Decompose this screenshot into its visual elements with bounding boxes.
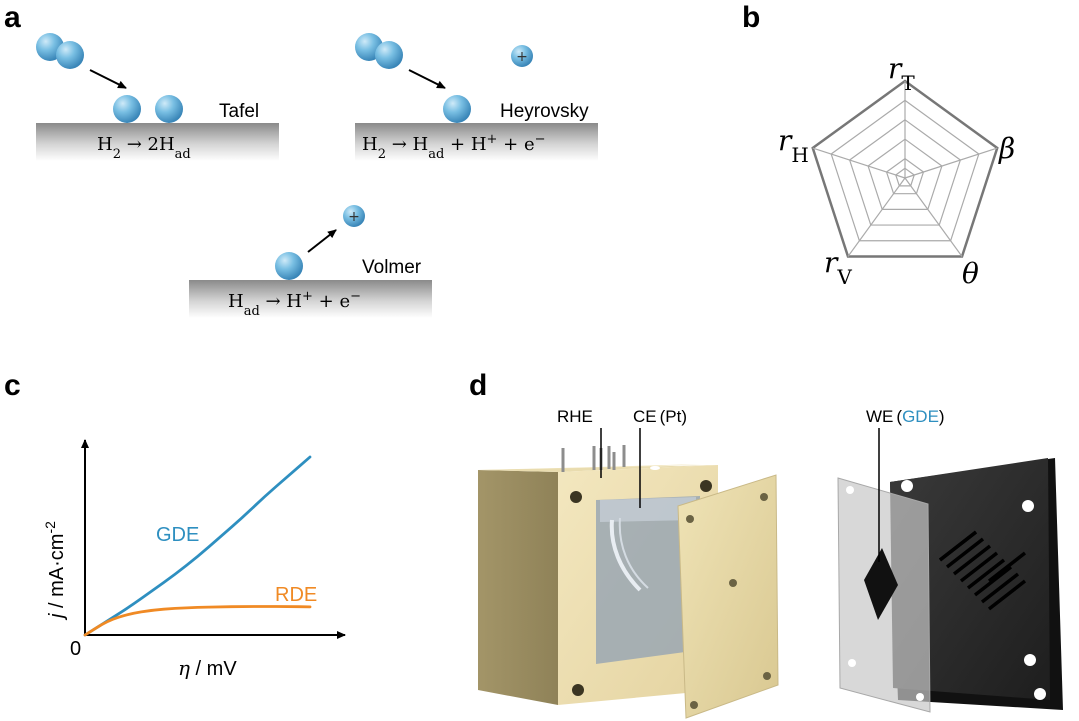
- heyrovsky-arrow: [408, 69, 446, 89]
- hads-atom: [443, 95, 471, 123]
- panel-b-letter: b: [742, 1, 760, 34]
- y-axis-label: j / mA·cm-2: [42, 521, 68, 621]
- tafel-surface: [36, 123, 279, 161]
- membrane-hole: [916, 693, 924, 701]
- radar-grid-ring: [895, 167, 915, 187]
- volmer-arrow: [307, 229, 337, 253]
- volmer-surface: [189, 280, 432, 318]
- membrane-hole: [848, 659, 856, 667]
- plate-hole: [901, 480, 913, 492]
- volmer-mechanism: + Volmer Had → H+ + e−: [189, 205, 432, 319]
- lid-hole: [729, 579, 737, 587]
- working-electrode: [864, 548, 898, 620]
- hads-atom: [275, 252, 303, 280]
- curve-rde: [83, 605, 312, 637]
- radar-grid-ring: [885, 157, 925, 195]
- volmer-equation: Had → H+ + e−: [228, 289, 361, 319]
- bolt-hole: [570, 491, 582, 503]
- radar-label-rt: rT: [888, 52, 915, 95]
- panel-a: a Tafel H2 → 2Had + Heyrovsky H2 → Had +…: [4, 1, 598, 319]
- lid-plate: [677, 474, 779, 719]
- cell-window-highlight: [600, 497, 696, 522]
- ce-wire: [609, 519, 642, 592]
- plate-hole: [1022, 500, 1034, 512]
- cell-left-face: [478, 470, 558, 705]
- rhe-label: RHE: [557, 407, 593, 426]
- radar-grid-ring: [830, 99, 980, 242]
- radar-grid-ring: [867, 138, 943, 210]
- proton-ion-symbol: +: [348, 209, 360, 225]
- proton-ion-symbol: +: [516, 49, 528, 65]
- radar-chart: [811, 79, 999, 258]
- rde-curve-label: RDE: [275, 584, 317, 606]
- gde-curve-label: GDE: [156, 524, 199, 546]
- cell-lid: [677, 474, 779, 719]
- iv-curves: [83, 455, 312, 637]
- panel-c: c 0 j / mA·cm-2 η / mV GDE RDE: [4, 369, 346, 680]
- curve-gde: [83, 455, 312, 637]
- plate-hole: [1024, 654, 1036, 666]
- volmer-label: Volmer: [362, 257, 422, 278]
- panel-d-letter: d: [469, 369, 487, 402]
- radar-label-rv: rV: [824, 246, 852, 289]
- bolt-hole: [572, 684, 584, 696]
- radar-label-rh: rH: [778, 124, 809, 167]
- lid-hole: [763, 672, 771, 680]
- lid-hole: [686, 515, 694, 523]
- hads-atom-1: [113, 95, 141, 123]
- membrane-hole: [846, 486, 854, 494]
- heyrovsky-equation: H2 → Had + H+ + e−: [362, 132, 546, 162]
- cell-window: [596, 496, 700, 664]
- lid-hole: [760, 493, 768, 501]
- tafel-label: Tafel: [219, 101, 259, 122]
- radar-spoke: [904, 147, 998, 179]
- proton-ion: [511, 45, 533, 67]
- radar-spoke: [847, 177, 906, 257]
- h2-atom-2: [375, 41, 403, 69]
- heyrovsky-label: Heyrovsky: [500, 101, 589, 122]
- h2-atom-2: [56, 41, 84, 69]
- tafel-arrow: [89, 69, 127, 89]
- lid-hole: [690, 701, 698, 709]
- bolt-hole: [700, 480, 712, 492]
- membrane-sheet: [837, 477, 931, 713]
- radar-spoke: [812, 147, 906, 179]
- panel-b: b rT β θ rV rH: [742, 1, 1015, 290]
- radar-label-theta: θ: [962, 257, 979, 290]
- radar-grid-ring: [848, 119, 962, 226]
- heyrovsky-mechanism: + Heyrovsky H2 → Had + H+ + e−: [355, 33, 598, 162]
- radar-spoke: [904, 177, 963, 257]
- panel-d: d: [469, 369, 1063, 719]
- tafel-mechanism: Tafel H2 → 2Had: [36, 33, 279, 162]
- x-axis-label: η / mV: [178, 656, 237, 680]
- radar-outline: [811, 79, 999, 258]
- ce-label: CE(Pt): [633, 407, 687, 426]
- hads-atom-2: [155, 95, 183, 123]
- we-label: WE(GDE): [866, 407, 945, 426]
- flow-plate-face: [890, 458, 1050, 700]
- cell-body: [478, 445, 718, 705]
- radar-label-beta: β: [998, 132, 1015, 165]
- channel-ends: [938, 530, 1027, 583]
- panel-a-letter: a: [4, 1, 21, 34]
- proton-ion: [343, 205, 365, 227]
- plate-hole: [1034, 688, 1046, 700]
- panel-c-letter: c: [4, 369, 21, 402]
- flow-plate: [890, 458, 1063, 710]
- ce-wire-2: [618, 517, 649, 589]
- heyrovsky-surface: [355, 123, 598, 161]
- serpentine-channel: [938, 530, 1027, 611]
- top-port: [650, 466, 660, 470]
- tafel-equation: H2 → 2Had: [97, 134, 191, 162]
- origin-label: 0: [70, 638, 81, 660]
